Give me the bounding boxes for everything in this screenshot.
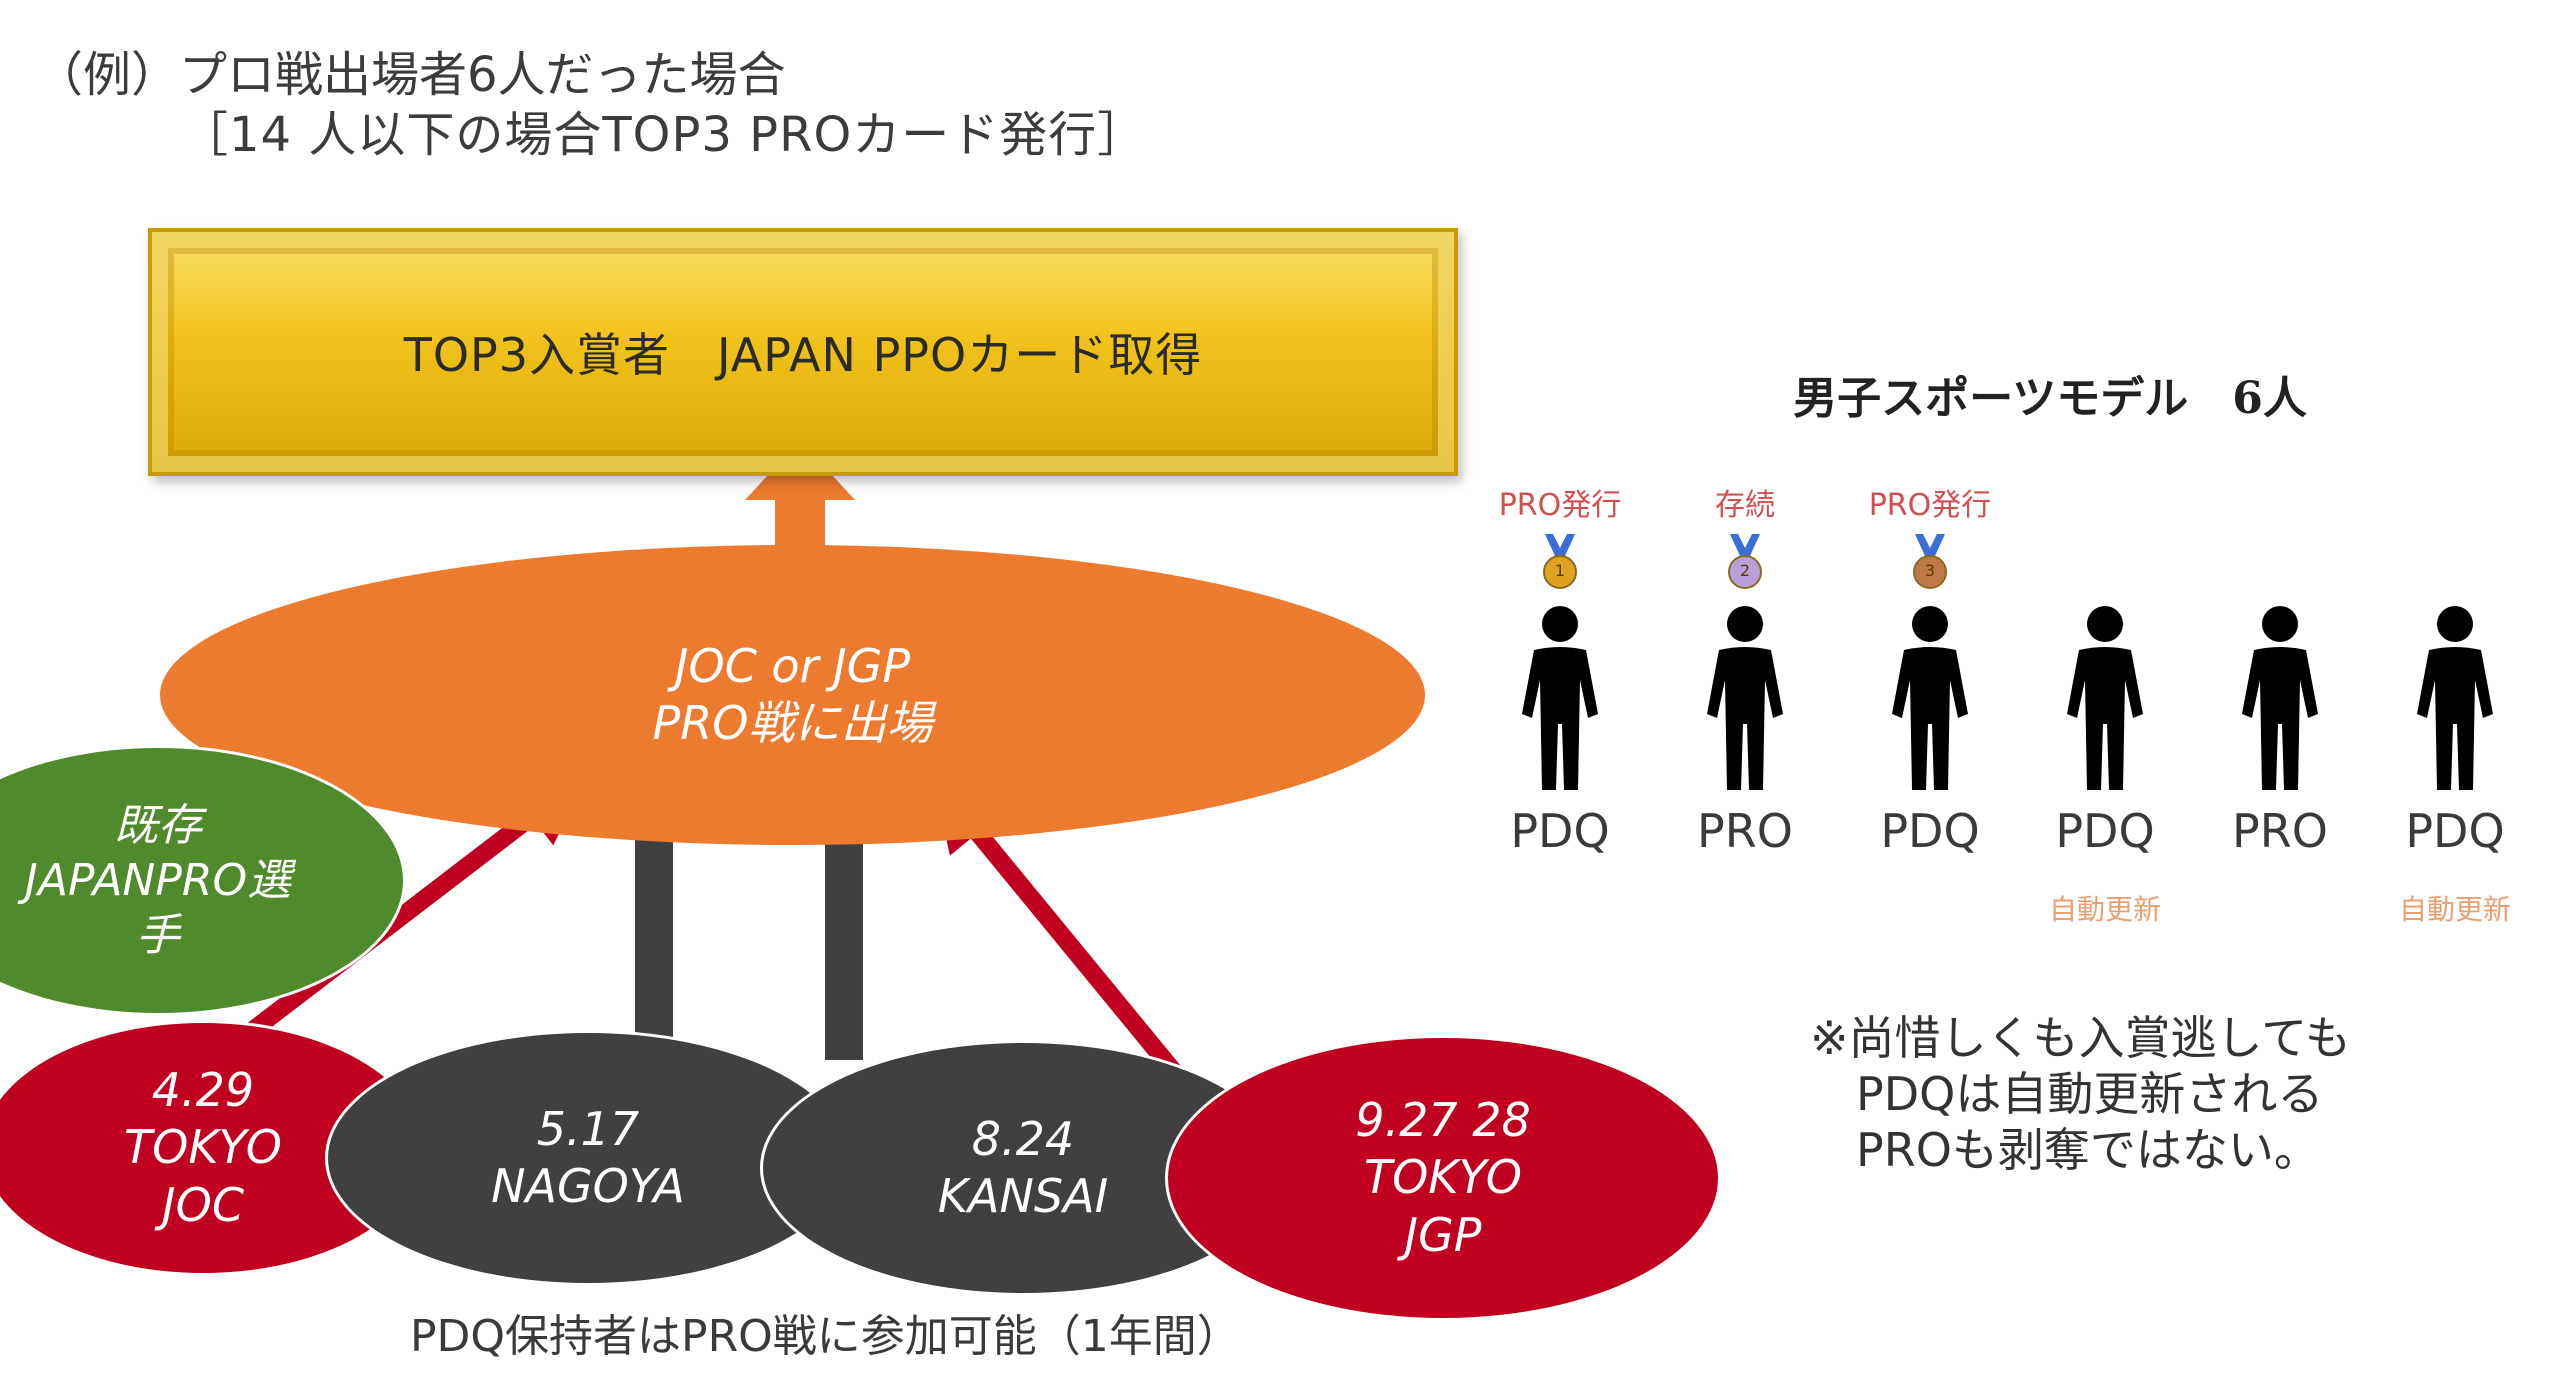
model-top-tag	[2190, 480, 2370, 520]
medal-icon	[2086, 534, 2124, 590]
footer-caption: PDQ保持者はPRO戦に参加可能（1年間）	[410, 1311, 1241, 1362]
model-bottom-tag: 自動更新	[2398, 893, 2511, 926]
center-node-line2: PRO戦に出場	[652, 696, 933, 750]
medal-icon: 2	[1726, 534, 1764, 590]
person-icon	[2407, 604, 2503, 794]
model-title: 男子スポーツモデル 6人	[1793, 373, 2307, 424]
model-top-tag	[2365, 480, 2545, 520]
model-figure: PDQ 自動更新	[2015, 480, 2195, 926]
banner-label: TOP3入賞者 JAPAN PPOカード取得	[403, 328, 1203, 382]
model-status-code: PDQ	[2055, 804, 2155, 858]
medal-icon: 1	[1541, 534, 1579, 590]
note-text: ※尚惜しくも入賞逃しても PDQは自動更新される PROも剥奪ではない。	[1810, 1011, 2351, 1178]
model-top-tag: PRO発行	[1498, 488, 1622, 523]
example-heading: （例）プロ戦出場者6人だった場合	[35, 47, 786, 103]
medal-rank: 2	[1739, 561, 1751, 580]
model-bottom-tag	[1655, 888, 1835, 924]
model-bottom-tag: 自動更新	[2048, 893, 2161, 926]
person-icon	[1882, 604, 1978, 794]
existing-japanpro-node: 既存 JAPANPRO選 手	[0, 745, 406, 1016]
top3-card-banner: TOP3入賞者 JAPAN PPOカード取得	[148, 228, 1458, 476]
model-status-code: PRO	[1697, 804, 1793, 858]
model-bottom-tag	[1470, 888, 1650, 924]
person-icon	[2232, 604, 2328, 794]
event-tokyo-jgp: 9.27 28 TOKYO JGP	[1165, 1035, 1721, 1321]
example-subheading: ［14 人以下の場合TOP3 PROカード発行］	[180, 107, 1147, 163]
model-top-tag: PRO発行	[1868, 488, 1992, 523]
model-top-tag	[2015, 480, 2195, 520]
model-status-code: PDQ	[1510, 804, 1610, 858]
model-figure: PRO	[2190, 480, 2370, 924]
medal-rank: 1	[1554, 561, 1566, 580]
medal-icon	[2436, 534, 2474, 590]
red-arrow-tokyo-joc	[234, 773, 589, 1048]
pro-tournament-node: JOC or JGP PRO戦に出場	[160, 545, 1425, 845]
model-status-code: PDQ	[1880, 804, 1980, 858]
medal-icon	[2261, 534, 2299, 590]
medal-icon: 3	[1911, 534, 1949, 590]
model-status-code: PRO	[2232, 804, 2328, 858]
person-icon	[1512, 604, 1608, 794]
person-icon	[2057, 604, 2153, 794]
model-top-tag: 存続	[1715, 488, 1775, 523]
model-bottom-tag	[2190, 888, 2370, 924]
medal-rank: 3	[1924, 561, 1936, 580]
model-figure: PDQ 自動更新	[2365, 480, 2545, 926]
center-node-line1: JOC or JGP	[674, 638, 911, 693]
model-status-code: PDQ	[2405, 804, 2505, 858]
person-icon	[1697, 604, 1793, 794]
model-bottom-tag	[1840, 888, 2020, 924]
